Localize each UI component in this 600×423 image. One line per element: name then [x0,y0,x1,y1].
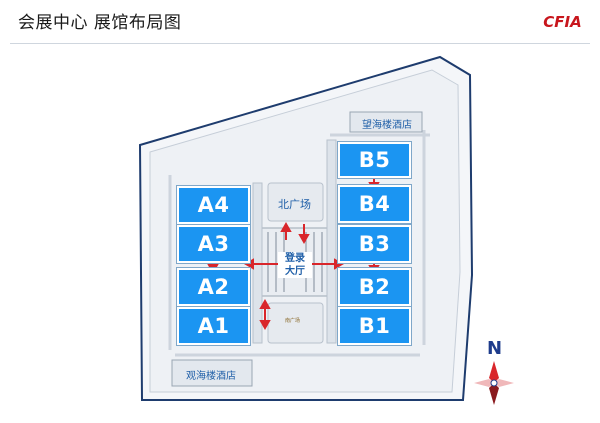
hall-b5[interactable]: B5 [337,141,412,179]
hall-b3[interactable]: B3 [337,224,412,264]
internal-roads [168,130,430,357]
hotel-south-label: 观海楼酒店 [186,371,236,382]
compass-rose [474,361,514,405]
logo-text: CFIA [543,13,582,31]
hall-b2[interactable]: B2 [337,267,412,307]
page-title: 会展中心 展馆布局图 [18,13,182,33]
hall-b4[interactable]: B4 [337,184,412,224]
lobby-label-line2: 大厅 [285,266,305,277]
hall-a2-label: A2 [197,275,230,299]
hotel-south-block [171,359,253,387]
north-plaza-area [267,182,324,222]
hall-a1-label: A1 [197,314,230,338]
hall-a1[interactable]: A1 [176,306,251,346]
hall-a4[interactable]: A4 [176,185,251,225]
lobby-label: 登录 大厅 [278,252,312,278]
hall-b2-label: B2 [358,275,391,299]
compass-north-letter: N [487,338,503,359]
header-divider [10,43,590,44]
hotel-north-block [349,111,423,133]
north-plaza-label: 北广场 [278,198,311,211]
hall-b3-label: B3 [358,232,391,256]
south-plaza-label: 南广场 [285,318,301,324]
lobby-label-line1: 登录 [285,253,305,264]
hall-b4-label: B4 [358,192,391,216]
hall-a3-label: A3 [197,232,230,256]
hotel-north-label: 望海楼酒店 [362,120,412,131]
cfia-logo: CFIA [535,10,590,34]
hall-b1[interactable]: B1 [337,306,412,346]
hall-a3[interactable]: A3 [176,224,251,264]
corridor-b [326,139,337,344]
hall-b1-label: B1 [358,314,391,338]
hall-a2[interactable]: A2 [176,267,251,307]
hall-a4-label: A4 [197,193,230,217]
hall-b5-label: B5 [358,148,391,172]
